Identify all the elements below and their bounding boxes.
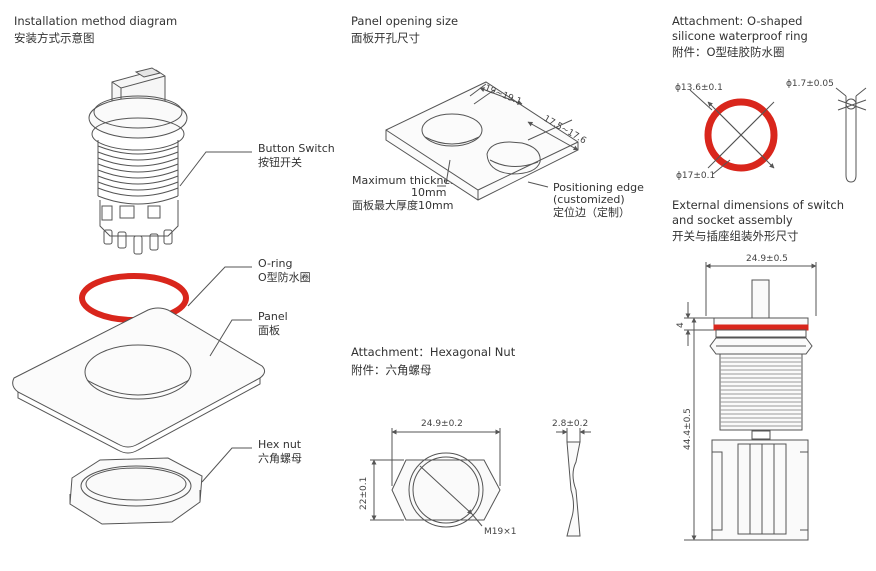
oring-label-zh: O型防水圈 [258,271,311,284]
nut-width-dim: 24.9±0.2 [421,419,463,429]
panel-label-zh: 面板 [258,324,280,337]
hex-nut-attachment-title-zh: 附件：六角螺母 [351,363,432,377]
max-thickness-label-en-1: Maximum thickness [352,174,462,187]
hex-nut-drawing [69,457,203,525]
panel-opening-title-en: Panel opening size [351,14,459,28]
external-dims-title-en-1: External dimensions of switch [672,198,845,212]
installation-title-en: Installation method diagram [14,14,178,28]
installation-title-zh: 安装方式示意图 [14,31,95,45]
assembly-flange-dim: 4 [676,322,686,328]
external-dims-title-zh: 开关与插座组装外形尺寸 [672,229,799,243]
nut-height-dim: 22±0.1 [359,477,369,510]
max-thickness-label-zh: 面板最大厚度10mm [352,199,454,212]
positioning-edge-label-zh: 定位边（定制） [553,206,630,219]
oring-attachment-title-en-2: silicone waterproof ring [672,29,808,43]
oring-outer-dia-dim: ϕ17±0.1 [676,171,715,181]
oring-attachment-title-en-1: Attachment: O-shaped [672,14,803,28]
hex-nut-attachment-title-en: Attachment：Hexagonal Nut [351,345,516,359]
external-dims-title-en-2: and socket assembly [672,213,793,227]
panel-label-en: Panel [258,310,288,323]
assembly-height-dim: 44.4±0.5 [683,408,693,450]
panel-opening-drawing [385,81,579,201]
max-thickness-label-en-2: 10mm [411,186,447,199]
nut-thread-dim: M19×1 [484,527,516,537]
button-switch-label-en: Button Switch [258,142,335,155]
hex-nut-attachment-drawing [370,428,591,537]
positioning-edge-label-en-2: (customized) [553,193,625,206]
positioning-edge-label-en-1: Positioning edge [553,181,644,194]
oring-attachment-title-zh: 附件：O型硅胶防水圈 [672,45,785,59]
oring-section-dia-dim: ϕ1.7±0.05 [786,79,834,89]
assembly-drawing [684,262,817,541]
assembly-width-dim: 24.9±0.5 [746,254,788,264]
oring-label-en: O-ring [258,257,293,270]
panel-drawing [12,307,266,454]
nut-thickness-dim: 2.8±0.2 [552,419,588,429]
oring-inner-dia-dim: ϕ13.6±0.1 [675,83,723,93]
button-switch-label-zh: 按钮开关 [258,156,302,169]
button-switch-drawing [88,67,188,255]
panel-opening-title-zh: 面板开孔尺寸 [351,31,420,45]
oring-attachment-drawing [689,87,867,183]
hex-nut-label-zh: 六角螺母 [258,452,302,465]
hex-nut-label-en: Hex nut [258,438,302,451]
